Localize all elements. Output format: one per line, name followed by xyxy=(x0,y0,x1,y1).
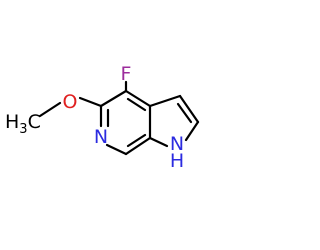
bond-c7-c7a xyxy=(124,136,152,156)
bond-c4-c5 xyxy=(99,89,128,108)
molecule-structure: F O N N H H3C xyxy=(5,63,200,172)
methyl-subscript: 3 xyxy=(19,122,27,137)
bond-c2-n1 xyxy=(184,120,200,142)
methyl-carbon: C xyxy=(28,111,41,133)
bond-c3a-c3 xyxy=(148,94,182,108)
bond-c3-c2 xyxy=(178,94,200,124)
bond-n6-c7 xyxy=(105,143,128,156)
bond-n1-c7a xyxy=(148,136,169,148)
bond-c5-o xyxy=(78,96,103,108)
bonds xyxy=(38,80,200,156)
bond-c3-c2-inner xyxy=(176,102,193,124)
pyrrole-nitrogen-label: N xyxy=(170,133,184,155)
bond-c7-c7a-inner xyxy=(126,133,147,148)
pyrrole-hydrogen-label: H xyxy=(170,150,184,172)
atom-labels: F O N N H H3C xyxy=(5,63,184,172)
bond-c4-c3a-inner xyxy=(126,97,147,112)
pyridine-nitrogen-label: N xyxy=(94,126,108,148)
bond-o-ch3 xyxy=(38,101,62,118)
fluorine-atom-label: F xyxy=(121,63,132,85)
bond-c4-c3a xyxy=(124,89,152,108)
methyl-group-label: H3C xyxy=(5,111,41,137)
oxygen-atom-label: O xyxy=(63,91,78,113)
methyl-hydrogen: H xyxy=(5,111,19,133)
